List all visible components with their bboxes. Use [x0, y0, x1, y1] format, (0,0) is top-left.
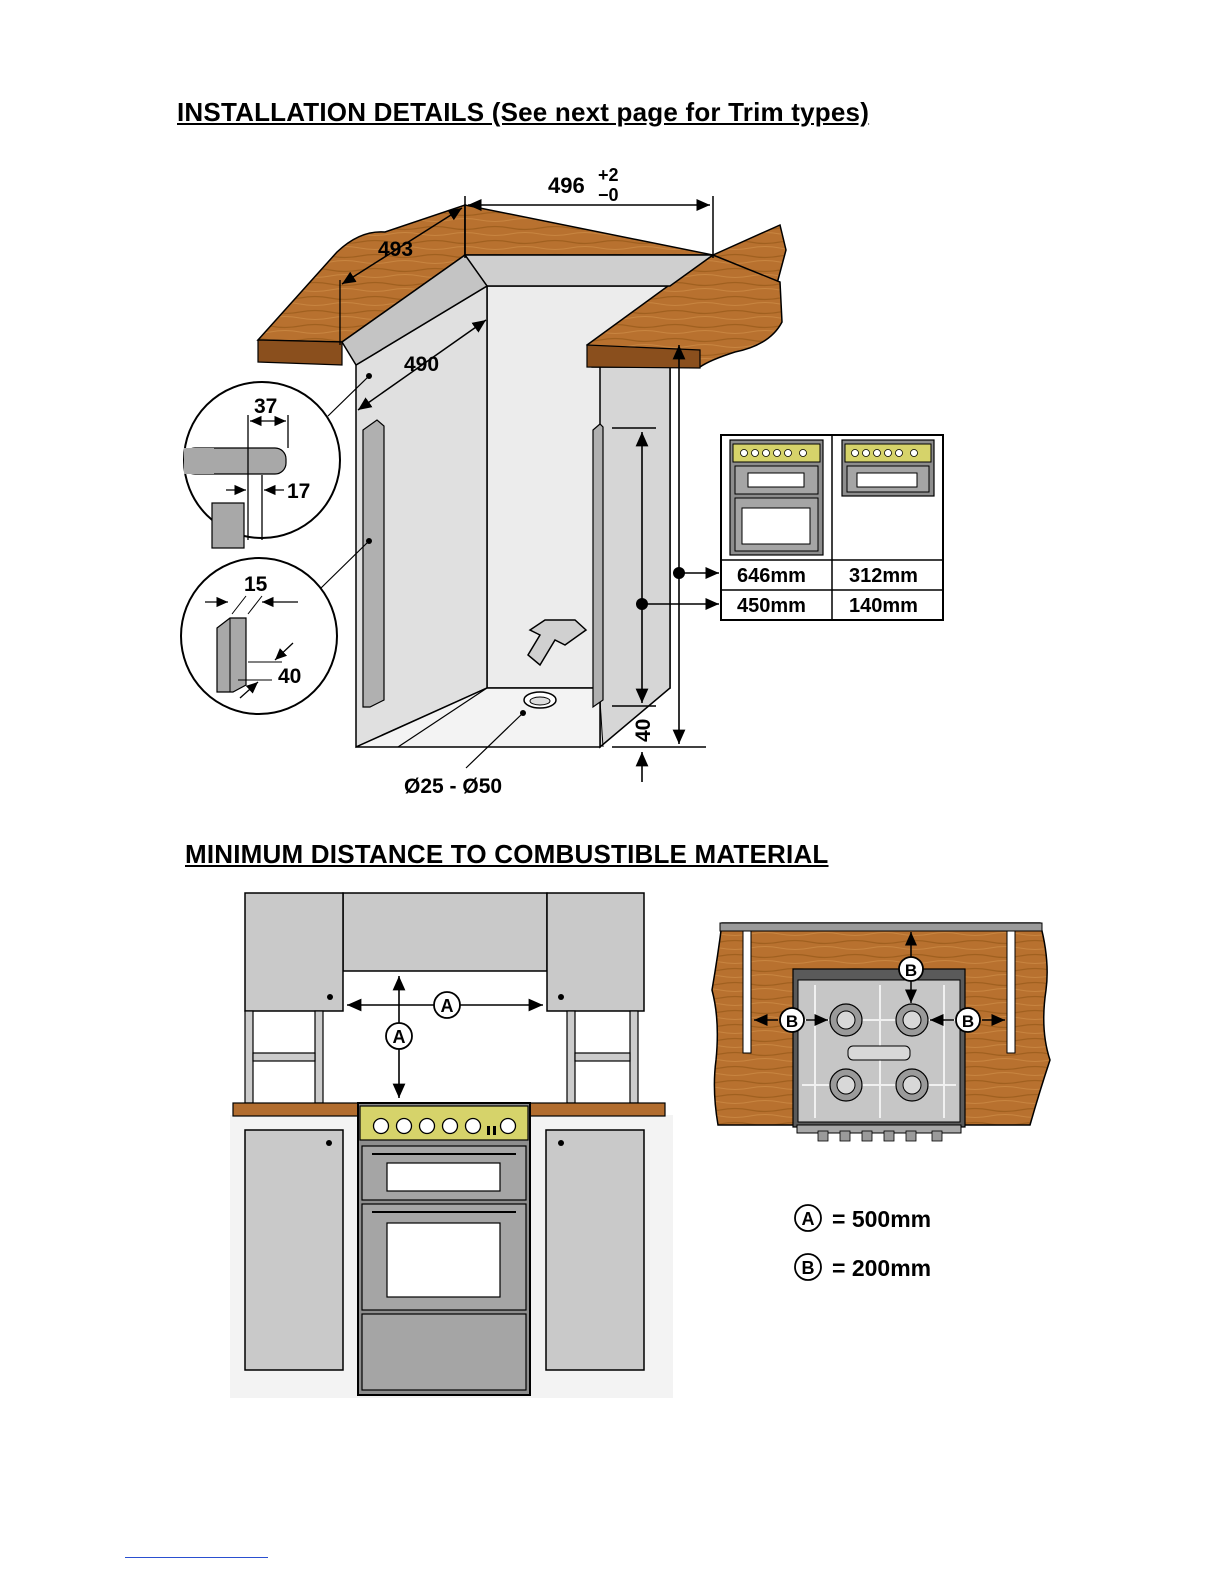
trim-detail-circle: 15 40 — [181, 538, 372, 714]
kitchen-front-view: A A — [230, 893, 673, 1398]
cavity-depth-label: 490 — [404, 353, 439, 376]
hole-diameter-label: Ø25 - Ø50 — [404, 775, 502, 798]
table-cell-r2c2: 140mm — [849, 595, 918, 617]
worktop-depth-label: 493 — [378, 238, 413, 261]
oven-height-table: 646mm 312mm 450mm 140mm — [721, 435, 943, 620]
detail-40-label: 40 — [278, 665, 301, 688]
single-oven-icon — [842, 440, 934, 496]
hob-top-view: B B B — [712, 923, 1050, 1141]
detail-15-label: 15 — [244, 573, 268, 596]
legend-a-symbol: A — [802, 1209, 815, 1229]
double-oven-icon — [730, 440, 823, 555]
detail-17-label: 17 — [287, 480, 310, 503]
table-cell-r2c1: 450mm — [737, 595, 806, 617]
legend-a-value: = 500mm — [832, 1206, 931, 1232]
edge-detail-circle: 37 17 — [184, 373, 372, 548]
cutout-width-label: 496 — [548, 173, 585, 198]
table-cell-r1c1: 646mm — [737, 565, 806, 587]
footnote-separator — [125, 1557, 268, 1558]
tolerance-plus-label: +2 — [598, 165, 619, 185]
tolerance-minus-label: −0 — [598, 185, 619, 205]
clearance-b-left-marker: B — [786, 1012, 798, 1031]
plinth-40-label: 40 — [632, 719, 655, 742]
clearance-legend: A = 500mm B = 200mm — [795, 1205, 931, 1281]
legend-b-value: = 200mm — [832, 1255, 931, 1281]
clearance-b-right-marker: B — [962, 1012, 974, 1031]
legend-b-symbol: B — [802, 1258, 815, 1278]
clearance-b-top-marker: B — [905, 961, 917, 980]
clearance-a-vertical-marker: A — [393, 1027, 406, 1047]
table-cell-r1c2: 312mm — [849, 565, 918, 587]
detail-37-label: 37 — [254, 395, 277, 418]
clearance-a-horizontal-marker: A — [441, 996, 454, 1016]
